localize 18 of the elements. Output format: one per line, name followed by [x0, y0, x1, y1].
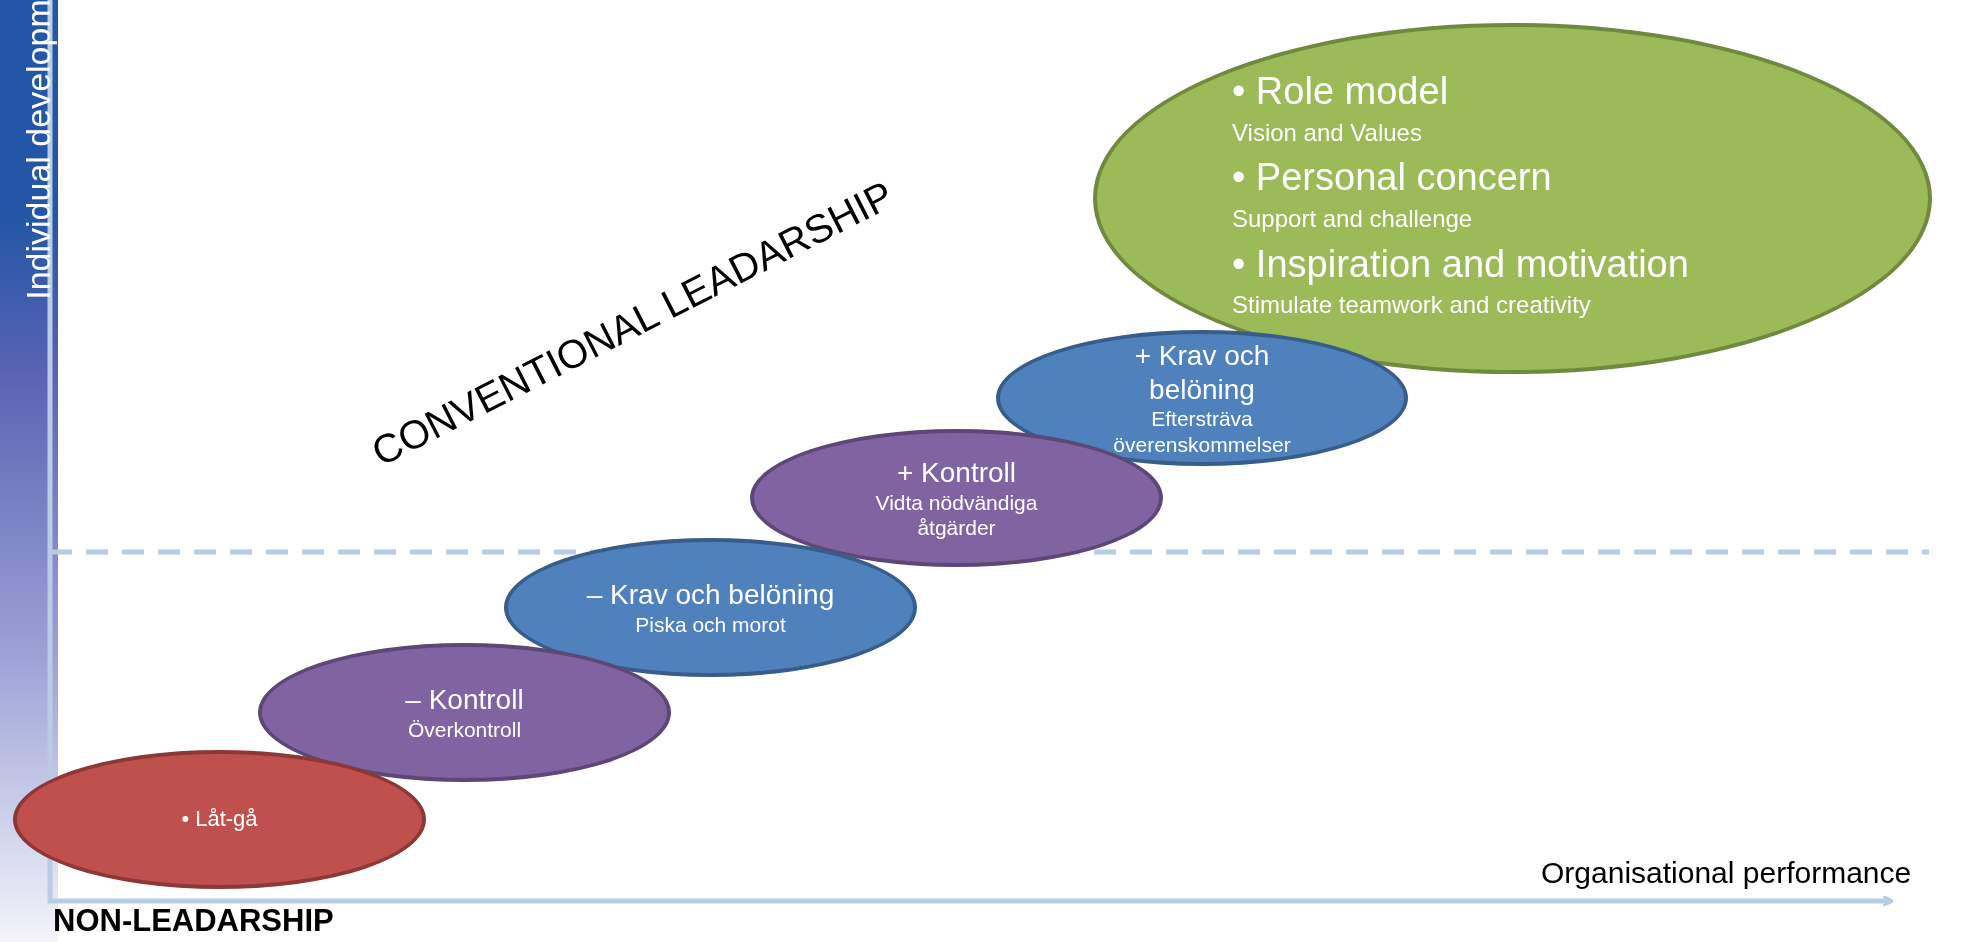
section-title: NON-LEADARSHIP [53, 903, 334, 939]
node-subtext: Support and challenge [1232, 205, 1473, 234]
node-subtext: Piska och morot [635, 611, 786, 637]
axis-title: Organisational performance [1541, 856, 1912, 890]
node-heading: • Inspiration and motivation [1232, 241, 1689, 287]
node-subtext: Vidta nödvändiga åtgärder [874, 489, 1039, 540]
node-heading: + Kontroll [896, 456, 1017, 490]
node-subtext: Vision and Values [1232, 118, 1422, 148]
node-heading: – Krav och belöning [586, 578, 835, 612]
node-heading: + Krav och belöning [1133, 339, 1271, 407]
node-heading: • Låt-gå [181, 806, 258, 833]
axis-title: Individual developm [18, 0, 58, 302]
node-heading: – Kontroll [405, 683, 524, 717]
node-subtext: Stimulate teamwork and creativity [1232, 291, 1591, 321]
node-heading: • Role model [1232, 69, 1449, 114]
node-subtext: Överkontroll [407, 716, 522, 742]
node-heading: • Personal concern [1232, 155, 1552, 201]
node-subtext: Eftersträva överenskommelser [1112, 406, 1292, 457]
